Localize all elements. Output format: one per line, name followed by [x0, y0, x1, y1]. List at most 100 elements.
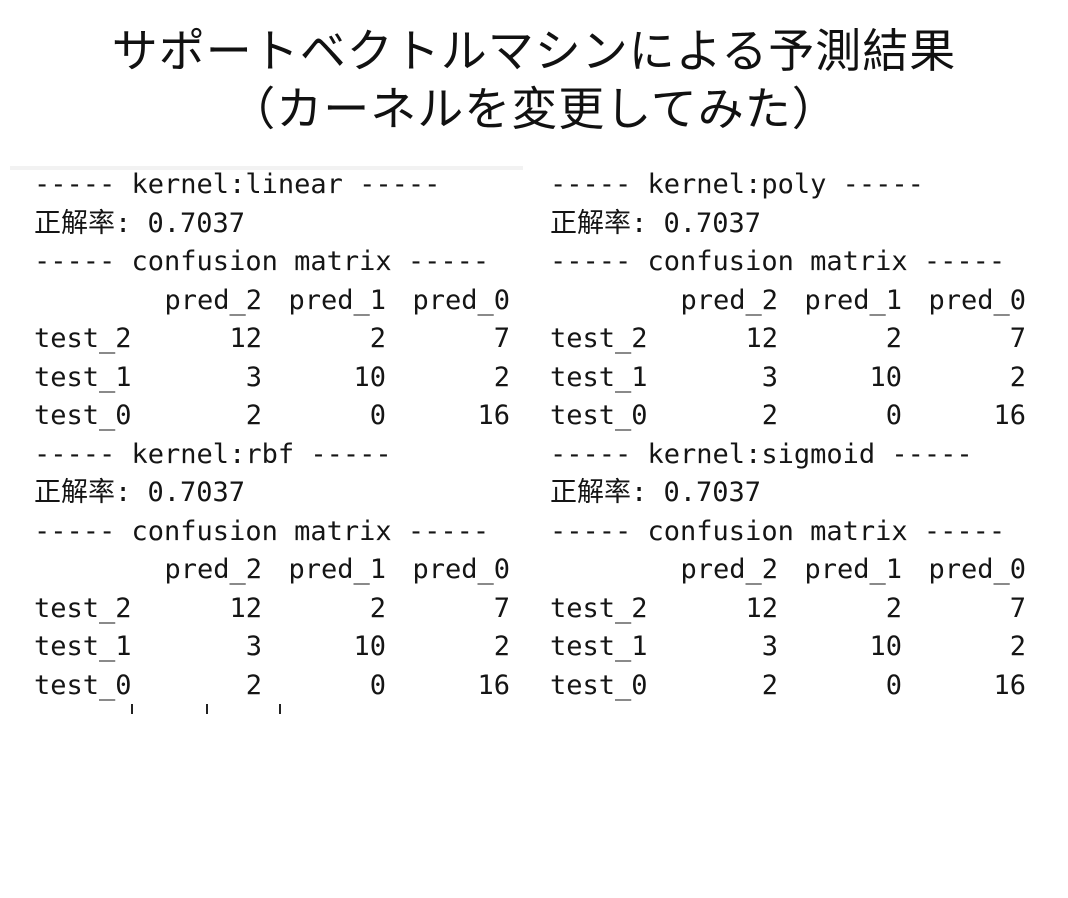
matrix-cell: 3	[245, 631, 262, 662]
matrix-cell: 3	[245, 361, 262, 393]
matrix-cell: 3	[761, 361, 778, 393]
header-pred-2: pred_2	[164, 284, 262, 316]
row-label: test_2	[34, 592, 132, 624]
matrix-cell: 0	[885, 669, 902, 701]
accuracy-line: 正解率: 0.7037	[550, 477, 762, 508]
matrix-cell: 3	[761, 631, 778, 662]
matrix-row: test_2 12 2 7	[550, 590, 1030, 629]
matrix-cell: 16	[993, 400, 1026, 431]
row-label: test_0	[34, 669, 132, 701]
matrix-row: test_2 12 2 7	[34, 590, 514, 629]
header-pred-0: pred_0	[412, 554, 510, 585]
clipped-next-line	[34, 704, 514, 718]
matrix-row: test_1 3 10 2	[550, 628, 1030, 667]
matrix-cell: 12	[229, 323, 262, 354]
row-label: test_0	[34, 400, 132, 431]
row-label: test_0	[550, 669, 648, 701]
matrix-header-row: pred_2 pred_1 pred_0	[550, 282, 1030, 321]
matrix-cell: 10	[353, 361, 386, 393]
header-pred-2: pred_2	[680, 554, 778, 585]
slide-title-line-2: （カーネルを変更してみた）	[229, 82, 839, 136]
matrix-row: test_0 2 0 16	[34, 397, 514, 436]
console-output-left: ----- kernel:linear ----- 正解率: 0.7037 --…	[34, 166, 514, 705]
header-pred-2: pred_2	[680, 284, 778, 316]
matrix-cell: 2	[369, 323, 386, 354]
matrix-heading: ----- confusion matrix -----	[550, 515, 1006, 547]
matrix-header-row: pred_2 pred_1 pred_0	[550, 551, 1030, 590]
header-pred-2: pred_2	[164, 554, 262, 585]
result-block-poly: ----- kernel:poly ----- 正解率: 0.7037 ----…	[550, 166, 1030, 436]
matrix-heading: ----- confusion matrix -----	[34, 515, 490, 547]
matrix-cell: 10	[869, 361, 902, 393]
matrix-row: test_0 2 0 16	[550, 667, 1030, 706]
matrix-row: test_0 2 0 16	[34, 667, 514, 706]
matrix-cell: 2	[1009, 361, 1026, 393]
result-block-rbf: ----- kernel:rbf ----- 正解率: 0.7037 -----…	[34, 436, 514, 706]
result-block-sigmoid: ----- kernel:sigmoid ----- 正解率: 0.7037 -…	[550, 436, 1030, 706]
matrix-row: test_1 3 10 2	[550, 359, 1030, 398]
header-pred-0: pred_0	[928, 284, 1026, 316]
row-label: test_2	[34, 323, 132, 354]
matrix-cell: 0	[369, 400, 386, 431]
header-pred-0: pred_0	[928, 554, 1026, 585]
accuracy-line: 正解率: 0.7037	[34, 207, 246, 239]
row-label: test_1	[550, 361, 648, 393]
kernel-heading: ----- kernel:linear -----	[34, 169, 441, 200]
matrix-cell: 2	[245, 669, 262, 701]
matrix-row: test_2 12 2 7	[34, 320, 514, 359]
matrix-header-row: pred_2 pred_1 pred_0	[34, 282, 514, 321]
matrix-cell: 0	[885, 400, 902, 431]
row-label: test_0	[550, 400, 648, 431]
matrix-row: test_0 2 0 16	[550, 397, 1030, 436]
matrix-cell: 2	[885, 323, 902, 354]
matrix-row: test_2 12 2 7	[550, 320, 1030, 359]
clipped-glyph-mark	[206, 704, 208, 714]
matrix-cell: 7	[1009, 592, 1026, 624]
console-top-edge	[10, 166, 523, 170]
matrix-cell: 12	[745, 592, 778, 624]
matrix-cell: 2	[493, 631, 510, 662]
accuracy-line: 正解率: 0.7037	[550, 207, 762, 239]
matrix-cell: 7	[493, 592, 510, 624]
matrix-cell: 0	[369, 669, 386, 701]
matrix-cell: 2	[761, 669, 778, 701]
matrix-cell: 7	[493, 323, 510, 354]
matrix-cell: 2	[1009, 631, 1026, 662]
row-label: test_2	[550, 323, 648, 354]
matrix-row: test_1 3 10 2	[34, 359, 514, 398]
row-label: test_1	[550, 631, 648, 662]
row-label: test_1	[34, 631, 132, 662]
matrix-header-row: pred_2 pred_1 pred_0	[34, 551, 514, 590]
row-label: test_2	[550, 592, 648, 624]
matrix-cell: 2	[761, 400, 778, 431]
matrix-cell: 2	[493, 361, 510, 393]
matrix-cell: 10	[869, 631, 902, 662]
kernel-heading: ----- kernel:sigmoid -----	[550, 438, 973, 470]
row-label: test_1	[34, 361, 132, 393]
matrix-cell: 12	[745, 323, 778, 354]
kernel-heading: ----- kernel:rbf -----	[34, 438, 392, 470]
header-pred-1: pred_1	[288, 284, 386, 316]
matrix-cell: 16	[993, 669, 1026, 701]
console-output-right: ----- kernel:poly ----- 正解率: 0.7037 ----…	[550, 166, 1030, 705]
clipped-glyph-mark	[131, 704, 133, 714]
matrix-cell: 12	[229, 592, 262, 624]
matrix-cell: 2	[369, 592, 386, 624]
matrix-row: test_1 3 10 2	[34, 628, 514, 667]
header-pred-1: pred_1	[288, 554, 386, 585]
header-pred-1: pred_1	[804, 554, 902, 585]
matrix-cell: 2	[245, 400, 262, 431]
matrix-cell: 16	[477, 669, 510, 701]
accuracy-line: 正解率: 0.7037	[34, 477, 246, 508]
matrix-cell: 2	[885, 592, 902, 624]
slide-title-line-1: サポートベクトルマシンによる予測結果	[111, 24, 957, 78]
result-block-linear: ----- kernel:linear ----- 正解率: 0.7037 --…	[34, 166, 514, 436]
matrix-cell: 7	[1009, 323, 1026, 354]
matrix-heading: ----- confusion matrix -----	[550, 246, 1006, 277]
matrix-cell: 10	[353, 631, 386, 662]
slide-title: サポートベクトルマシンによる予測結果 （カーネルを変更してみた）	[0, 22, 1068, 138]
clipped-glyph-mark	[279, 704, 281, 714]
kernel-heading: ----- kernel:poly -----	[550, 169, 924, 200]
header-pred-1: pred_1	[804, 284, 902, 316]
matrix-cell: 16	[477, 400, 510, 431]
